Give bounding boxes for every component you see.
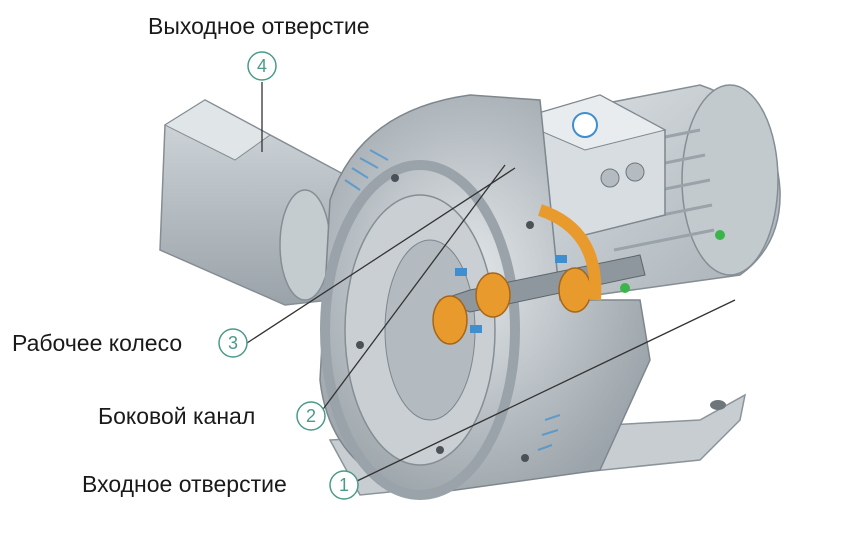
callout-number: 3: [228, 333, 238, 353]
callout-impeller: Рабочее колесо 3: [12, 328, 248, 358]
callout-label: Входное отверстие: [82, 471, 287, 497]
callout-number-circle: [247, 51, 277, 81]
impeller-assembly: [432, 204, 646, 345]
callout-number: 4: [257, 56, 267, 76]
leader-lines: [246, 82, 736, 482]
callout-number: 1: [339, 475, 349, 495]
callout-outlet: Выходное отверстие 4: [148, 13, 370, 81]
callout-number-circle: [218, 328, 248, 358]
brand-logo-icon: [572, 112, 598, 138]
callout-number-circle: [329, 470, 359, 500]
callout-label: Рабочее колесо: [12, 330, 182, 356]
callout-label: Боковой канал: [98, 403, 255, 429]
callout-inlet: Входное отверстие 1: [82, 470, 359, 500]
callout-number-circle: [296, 401, 326, 431]
outlet-pipe: [159, 99, 346, 306]
callout-number: 2: [306, 406, 316, 426]
terminal-box: [513, 94, 667, 236]
callout-label: Выходное отверстие: [148, 13, 370, 39]
callout-side-channel: Боковой канал 2: [98, 401, 326, 431]
